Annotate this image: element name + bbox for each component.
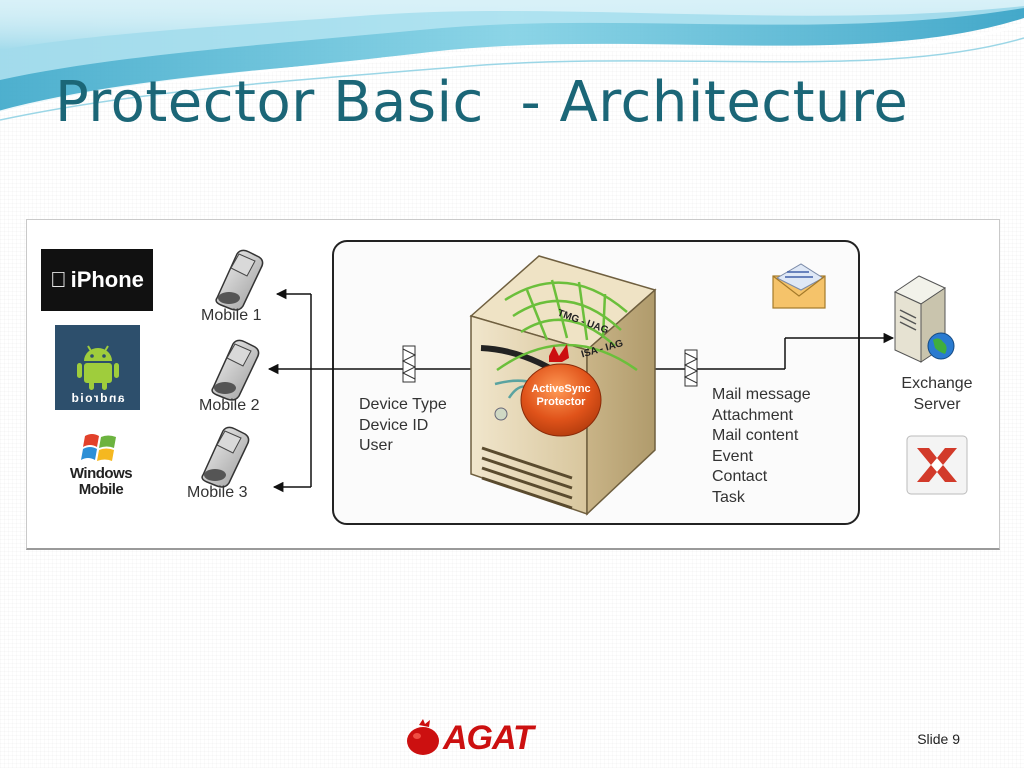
exchange-label-line1: Exchange — [901, 375, 973, 392]
response-filter-icon — [683, 349, 699, 387]
exchange-label-line2: Server — [913, 395, 961, 413]
header-wave — [0, 0, 1024, 121]
brand-name: AGAT — [443, 718, 534, 757]
slide-title: Protector Basic - Architecture — [55, 70, 909, 135]
windows-flag-icon — [81, 434, 116, 461]
mail-envelope-icon — [772, 263, 826, 309]
windows-mobile-logo: Windows Mobile — [51, 430, 151, 505]
exchange-logo-icon — [906, 435, 968, 495]
activesync-protector-icon — [520, 344, 602, 437]
mail-item: Contact — [712, 468, 768, 485]
iphone-logo:  iPhone — [41, 249, 153, 311]
protector-label: ActiveSync Protector — [521, 383, 601, 409]
request-filter-icon — [401, 345, 417, 383]
device-label-3: Mobile 3 — [187, 484, 248, 501]
architecture-diagram:  iPhone android Windows Mobile Mobile 1… — [26, 219, 1000, 550]
pomegranate-icon — [407, 719, 439, 755]
android-robot-icon — [76, 345, 119, 390]
mail-item: Event — [712, 447, 753, 465]
iphone-label: iPhone — [62, 267, 144, 292]
mobile-3-icon — [201, 426, 250, 488]
slide-number: Slide 9 — [917, 731, 960, 747]
apple-icon:  — [50, 267, 67, 293]
device-label-1: Mobile 1 — [201, 307, 262, 324]
mobile-2-icon — [211, 339, 260, 401]
mail-item-list: Mail message Attachment Mail content Eve… — [712, 385, 811, 508]
mobile-1-icon — [215, 249, 264, 311]
android-label: android — [70, 391, 125, 405]
request-field: Device ID — [359, 416, 429, 434]
mail-item: Task — [712, 488, 745, 506]
request-field-list: Device Type Device ID User — [359, 395, 447, 457]
exchange-server-icon — [893, 275, 955, 363]
request-field: Device Type — [359, 396, 447, 413]
device-label-2: Mobile 2 — [199, 397, 260, 414]
windows-label-line1: Windows — [69, 465, 133, 482]
android-logo: android — [55, 325, 140, 410]
protector-label-line2: Protector — [536, 396, 586, 408]
exchange-server-label: Exchange Server — [891, 374, 983, 415]
request-field: User — [359, 437, 393, 454]
mail-item: Attachment — [712, 406, 793, 424]
protector-label-line1: ActiveSync — [531, 383, 591, 395]
mesh-icon — [494, 279, 638, 416]
mail-item: Mail message — [712, 386, 811, 403]
diagram-graphics — [201, 240, 968, 525]
mail-item: Mail content — [712, 427, 799, 444]
windows-label-line2: Mobile — [78, 481, 124, 498]
agat-logo: AGAT — [405, 714, 555, 762]
